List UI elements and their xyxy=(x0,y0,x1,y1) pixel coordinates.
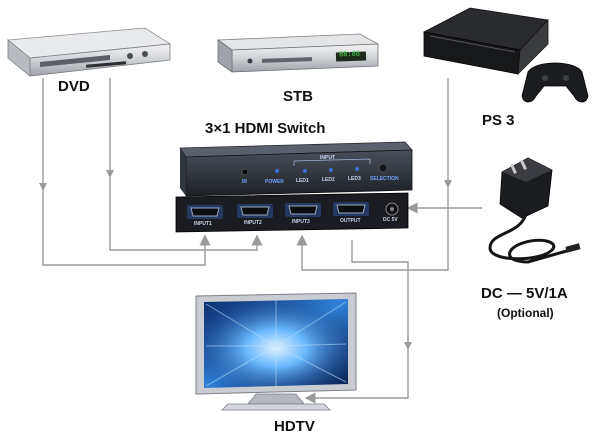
power-optional-label: (Optional) xyxy=(497,306,554,320)
switch-led3-label: LED3 xyxy=(348,176,361,182)
output-to-hdtv-line xyxy=(304,240,409,404)
stb-image xyxy=(216,33,380,73)
port-output-label: OUTPUT xyxy=(340,218,361,224)
ps3-controller-image xyxy=(521,62,589,103)
dc-port-label: DC 5V xyxy=(383,217,398,223)
hdmi-port-output xyxy=(333,202,369,216)
switch-selection-label: SELECTION xyxy=(370,176,399,182)
stb-to-input2-line xyxy=(109,78,263,251)
hdtv-image xyxy=(195,292,357,411)
power-adapter-image xyxy=(488,157,581,264)
dvd-to-input1-line xyxy=(42,78,211,266)
switch-ir-label: IR xyxy=(242,179,247,185)
dvd-label: DVD xyxy=(58,78,90,95)
ps3-to-input3-line xyxy=(296,78,449,271)
hdmi-port-input1 xyxy=(187,205,223,219)
switch-led1-label: LED1 xyxy=(296,178,309,184)
hdmi-switch-front-image xyxy=(179,141,413,197)
connector-lines xyxy=(42,78,482,404)
switch-power-label: POWER xyxy=(265,179,284,185)
port-input2-label: INPUT2 xyxy=(244,220,262,226)
hdmi-switch-back-image xyxy=(175,192,409,233)
port-input3-label: INPUT3 xyxy=(292,219,310,225)
power-spec-label: DC — 5V/1A xyxy=(481,285,568,302)
dc-jack xyxy=(385,202,399,216)
direction-arrows xyxy=(39,170,452,350)
switch-title: 3×1 HDMI Switch xyxy=(205,120,326,137)
hdmi-port-input3 xyxy=(285,203,321,217)
switch-led2-label: LED2 xyxy=(322,177,335,183)
switch-input-group-label: INPUT xyxy=(320,155,335,161)
stb-label: STB xyxy=(283,88,313,105)
hdtv-label: HDTV xyxy=(274,418,315,435)
port-input1-label: INPUT1 xyxy=(194,221,212,227)
ps3-console-image xyxy=(422,7,549,76)
hdmi-port-input2 xyxy=(237,204,273,218)
dvd-player-image xyxy=(6,27,172,77)
screen-rays xyxy=(205,300,347,387)
ps3-label: PS 3 xyxy=(482,112,515,129)
stb-display-text: 88:88 xyxy=(338,49,361,59)
